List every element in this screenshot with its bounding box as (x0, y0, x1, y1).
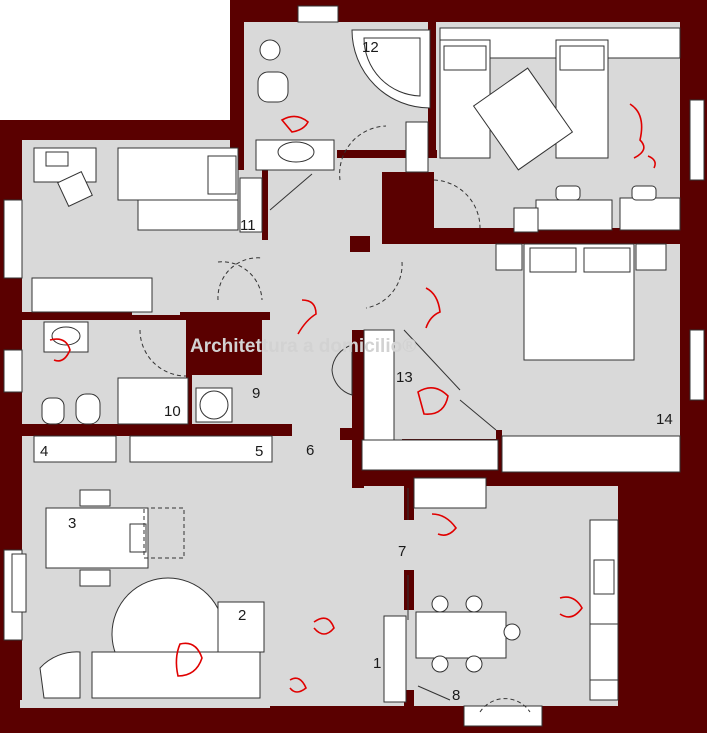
room-number-10: 10 (164, 403, 181, 420)
hall-storage (33, 435, 273, 463)
room-number-5: 5 (255, 443, 263, 460)
room-number-11: 11 (240, 217, 256, 234)
doors (139, 125, 531, 713)
living-room (11, 489, 265, 699)
room-number-labels: 1 2 3 4 5 6 7 8 9 10 11 12 13 14 (40, 39, 673, 704)
room-number-7: 7 (398, 543, 406, 560)
room-number-12: 12 (362, 39, 379, 56)
watermark: Architettura a domicilio® (190, 336, 416, 357)
room-number-13: 13 (396, 369, 413, 386)
room-number-3: 3 (68, 515, 76, 532)
master-bedroom (495, 243, 681, 473)
twin-bedroom (439, 27, 681, 233)
room-number-4: 4 (40, 443, 48, 460)
kitchen (383, 477, 619, 703)
walk-in-closet (361, 329, 499, 471)
people-figures (49, 103, 656, 693)
room-number-1: 1 (373, 655, 381, 672)
room-number-8: 8 (452, 687, 460, 704)
room-number-6: 6 (306, 442, 314, 459)
interior-walls (22, 22, 707, 733)
bathroom-main (255, 29, 431, 173)
room-number-2: 2 (238, 607, 246, 624)
room-number-14: 14 (656, 411, 673, 428)
study-room (31, 147, 263, 313)
room-number-9: 9 (252, 385, 260, 402)
bathroom-small (41, 321, 233, 425)
